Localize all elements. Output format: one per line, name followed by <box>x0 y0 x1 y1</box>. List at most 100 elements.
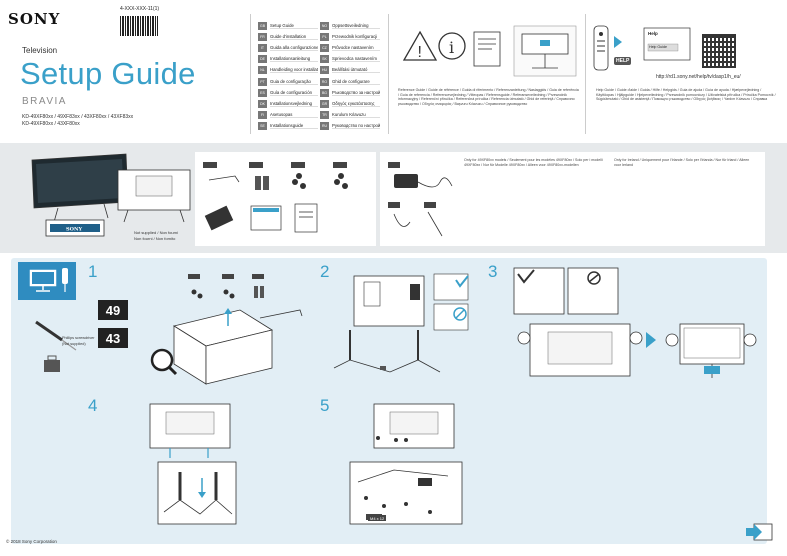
screw-size-tag: M4 x 12 <box>368 515 387 521</box>
step-5-number: 5 <box>320 396 330 415</box>
qr-code <box>702 34 736 68</box>
language-code: BG <box>320 88 329 97</box>
language-name: Οδηγός εγκατάστασης <box>332 101 380 107</box>
power-supply-text: Only for 49XF80xx models / Seulement pou… <box>464 158 603 167</box>
language-code: IT <box>258 43 267 52</box>
help-url[interactable]: http://rd1.sony.net/help/tv/dasp1/h_eu/ <box>656 74 741 80</box>
language-name: Guide d'installation <box>270 34 318 40</box>
language-name: Ръководство за настройка <box>332 89 380 96</box>
language-name: Installationsvejledning <box>270 101 318 107</box>
language-code: FR <box>258 32 267 41</box>
tv-overview-illustration: SONY <box>31 153 191 237</box>
language-code: TR <box>320 111 329 120</box>
tools-illustration <box>29 268 68 292</box>
language-name: Przewodnik konfiguracji <box>332 34 380 40</box>
next-page-icon[interactable] <box>744 522 774 542</box>
help-panel <box>592 22 787 74</box>
screwdriver-icon <box>35 320 77 372</box>
divider <box>388 14 389 134</box>
accessory-caption-1: Not supplied / Non fourni <box>134 230 179 235</box>
language-name: Handleiding voor installatie <box>270 67 318 74</box>
step-4-illustration <box>140 400 260 530</box>
model-line-2: KD-49XF80xx / 43XF80xx <box>22 121 80 127</box>
power-supply-text-2: Only for Ireland / Uniquement pour l'Irl… <box>614 158 750 167</box>
power-accessories-illustration <box>388 162 453 237</box>
magnifier-icon <box>150 348 174 372</box>
language-name: Setup Guide <box>270 23 318 29</box>
language-code: CZ <box>320 43 329 52</box>
language-code: NL <box>258 66 267 75</box>
language-code: PL <box>320 32 329 41</box>
size-label-43: 43 <box>98 328 128 348</box>
step-3-illustration <box>508 266 758 390</box>
page-title: Setup Guide <box>20 56 196 91</box>
language-code: SK <box>320 55 329 64</box>
language-name: Oppsettsveiledning <box>332 23 380 29</box>
language-code: HU <box>320 66 329 75</box>
arrow-icon <box>614 36 622 48</box>
language-code: GB <box>258 21 267 30</box>
svg-text:i: i <box>449 38 454 57</box>
accessories-illustration <box>203 162 348 233</box>
language-name: Ghid de configurare <box>332 79 380 85</box>
help-guide-label: Help Guide <box>649 45 667 49</box>
language-code: ES <box>258 88 267 97</box>
language-name: Руководство по настройке <box>332 123 380 130</box>
language-code: RO <box>320 77 329 86</box>
language-code: RU <box>320 122 329 131</box>
copyright: © 2018 Sony Corporation <box>6 539 57 544</box>
screwdriver-area <box>30 316 88 374</box>
info-icon <box>438 32 466 60</box>
language-name: Asetusopas <box>270 112 318 119</box>
model-line-1: KD-49XF80xx / 49XF83xx / 43XF80xx / 43XF… <box>22 114 134 120</box>
language-code: FI <box>258 111 267 120</box>
step-5-illustration <box>344 400 468 530</box>
language-code: DE <box>258 55 267 64</box>
series-name: BRAVIA <box>22 96 67 107</box>
help-button[interactable]: HELP <box>614 57 632 65</box>
language-name: Kurulum Kılavuzu <box>332 112 380 119</box>
language-code: GR <box>320 99 329 108</box>
language-name: Installationsanleitung <box>270 56 318 63</box>
product-category: Television <box>22 46 58 55</box>
language-name: Beállítási útmutató <box>332 67 380 74</box>
safety-illustration: ! i <box>402 25 577 77</box>
language-name: Guida alla configurazione <box>270 44 318 51</box>
step-2-illustration <box>330 268 476 388</box>
accessories-panel-left <box>195 152 376 246</box>
divider <box>585 14 586 134</box>
tools-box <box>18 262 76 300</box>
language-code: NO <box>320 21 329 30</box>
step-1-number: 1 <box>88 262 98 281</box>
reference-guide-text: Reference Guide / Guide de référence / G… <box>398 88 579 106</box>
help-illustration <box>593 25 691 71</box>
divider <box>250 14 251 134</box>
remote-icon <box>593 25 609 71</box>
language-name: Guia de configuração <box>270 79 318 85</box>
screwdriver-caption: Phillips screwdriver (Not supplied) <box>62 336 95 346</box>
model-list: KD-49XF80xx / 49XF83xx / 43XF80xx / 43XF… <box>22 114 172 128</box>
svg-text:!: ! <box>418 44 422 61</box>
step-2-number: 2 <box>320 262 330 281</box>
language-name: Průvodce nastavením <box>332 45 380 51</box>
doc-number: 4-XXX-XXX-11(1) <box>120 6 160 12</box>
